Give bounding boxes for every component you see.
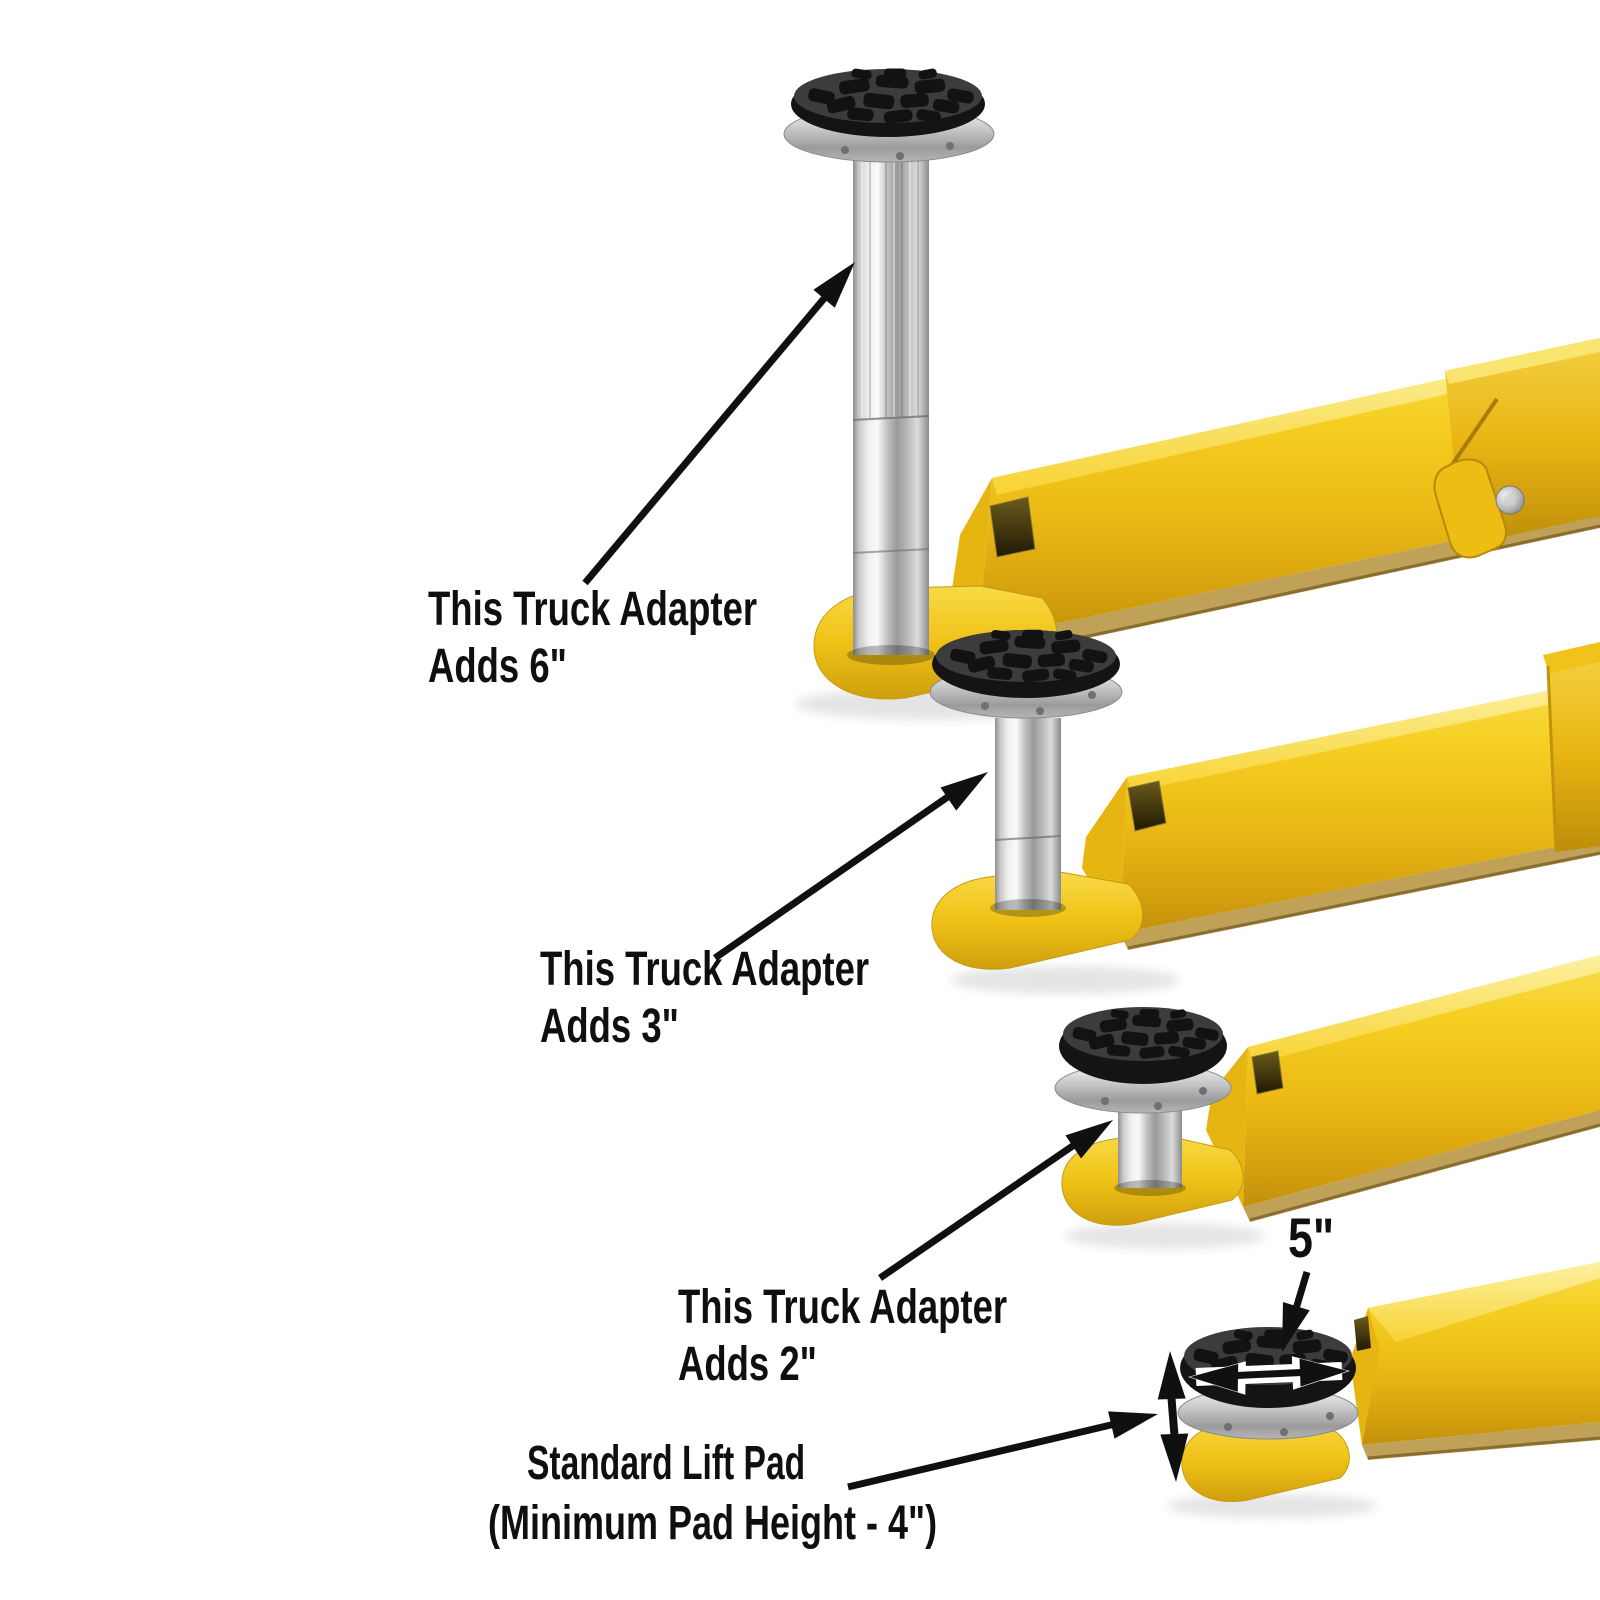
label-adapter-6in-line1: This Truck Adapter	[428, 583, 758, 636]
lift-arm-assembly-2in	[1054, 955, 1600, 1249]
arm-nose-opening	[1354, 1316, 1371, 1351]
arrow-adapter-3in	[713, 760, 996, 961]
rim-bolt	[896, 152, 904, 160]
lift-arm-assembly-6in	[783, 67, 1600, 720]
chrome-shaft	[1118, 1108, 1182, 1188]
boss-shadow	[1167, 1494, 1377, 1518]
rim-bolt	[1101, 1097, 1109, 1105]
shaft-seam	[852, 548, 930, 554]
rubber-lift-pad	[929, 629, 1123, 719]
label-standard-pad-line1: Standard Lift Pad	[527, 1437, 806, 1490]
arm-nose-opening	[1127, 780, 1167, 832]
rubber-lift-pad	[783, 67, 995, 163]
shaft-seam	[994, 835, 1062, 841]
rim-bolt	[1036, 707, 1044, 715]
rim-bolt	[981, 702, 989, 710]
shaft-socket-shadow	[847, 645, 935, 665]
shaft-flutes	[861, 152, 919, 418]
arm-beam-top-face	[1127, 680, 1600, 792]
arm-beam-underside	[978, 510, 1600, 660]
rim-bolt	[1326, 1412, 1334, 1420]
arm-beam-underside-edge	[1249, 1123, 1600, 1222]
boss-shadow	[1065, 1223, 1265, 1249]
label-adapter-3in-line2: Adds 3"	[540, 1000, 679, 1053]
lock-bolt-center	[1504, 494, 1516, 506]
arm-beam-underside	[1243, 1110, 1600, 1222]
rim-bolt	[841, 146, 849, 154]
arm-nose-opening	[1251, 1050, 1284, 1095]
arm-beam-underside-edge	[1127, 851, 1600, 950]
label-adapter-6in-line2: Adds 6"	[428, 640, 567, 693]
rim-bolt	[1199, 1087, 1207, 1095]
arm-nose-opening	[989, 496, 1036, 558]
dimension-arrow-pad-height	[1156, 1350, 1190, 1483]
telescoping-sleeve-top	[1445, 338, 1600, 384]
rim-bolt	[1224, 1423, 1232, 1431]
arm-lock-tab	[1433, 458, 1507, 559]
truck-adapter-2in	[1054, 1007, 1232, 1196]
rim-bolt	[946, 142, 954, 150]
adapter-boss	[1181, 1417, 1350, 1502]
lift-arm-assembly-3in	[929, 629, 1600, 994]
dimension-arrow-pad-width	[1187, 1354, 1351, 1395]
adapter-boss	[931, 871, 1143, 970]
annotation-arrows	[582, 252, 1351, 1491]
arm-end-tab	[1543, 642, 1600, 674]
arrow-pad-width	[1268, 1270, 1311, 1357]
label-adapter-3in-line1: This Truck Adapter	[540, 943, 870, 996]
arm-end-edge	[1546, 665, 1558, 853]
arrow-standard-pad	[847, 1400, 1162, 1491]
rim-bolt	[1154, 1102, 1162, 1110]
rim-bolt	[1280, 1428, 1288, 1436]
rubber-lift-pad	[1054, 1007, 1232, 1114]
chrome-shaft	[995, 718, 1061, 910]
boss-shadow	[950, 966, 1180, 994]
rim-bolt	[1088, 691, 1096, 699]
label-pad-width-dimension: 5"	[1288, 1206, 1335, 1269]
arm-beam-underside-edge	[1367, 1436, 1600, 1460]
label-standard-pad-line2: (Minimum Pad Height - 4")	[488, 1497, 938, 1550]
truck-adapter-3in	[929, 629, 1123, 917]
shaft-socket-shadow	[1114, 1180, 1186, 1196]
arrow-adapter-6in	[582, 252, 866, 586]
arm-beam	[978, 345, 1600, 640]
arm-beam-top-face	[1248, 955, 1600, 1064]
truck-adapter-6in	[783, 67, 995, 665]
chrome-shaft	[853, 150, 929, 655]
shaft-seam	[852, 415, 930, 421]
arm-beam	[1243, 955, 1600, 1207]
arrow-adapter-2in	[878, 1108, 1121, 1281]
arm-end-cap	[1548, 654, 1600, 852]
arm-beam	[1120, 680, 1600, 933]
label-adapter-2in-line1: This Truck Adapter	[678, 1281, 1008, 1334]
label-adapter-2in-line2: Adds 2"	[678, 1338, 817, 1391]
shaft-socket-shadow	[990, 899, 1066, 917]
arm-beam-top-face	[1368, 1262, 1600, 1342]
arm-beam-underside	[1362, 1422, 1600, 1460]
arm-beam-underside	[1120, 838, 1600, 950]
